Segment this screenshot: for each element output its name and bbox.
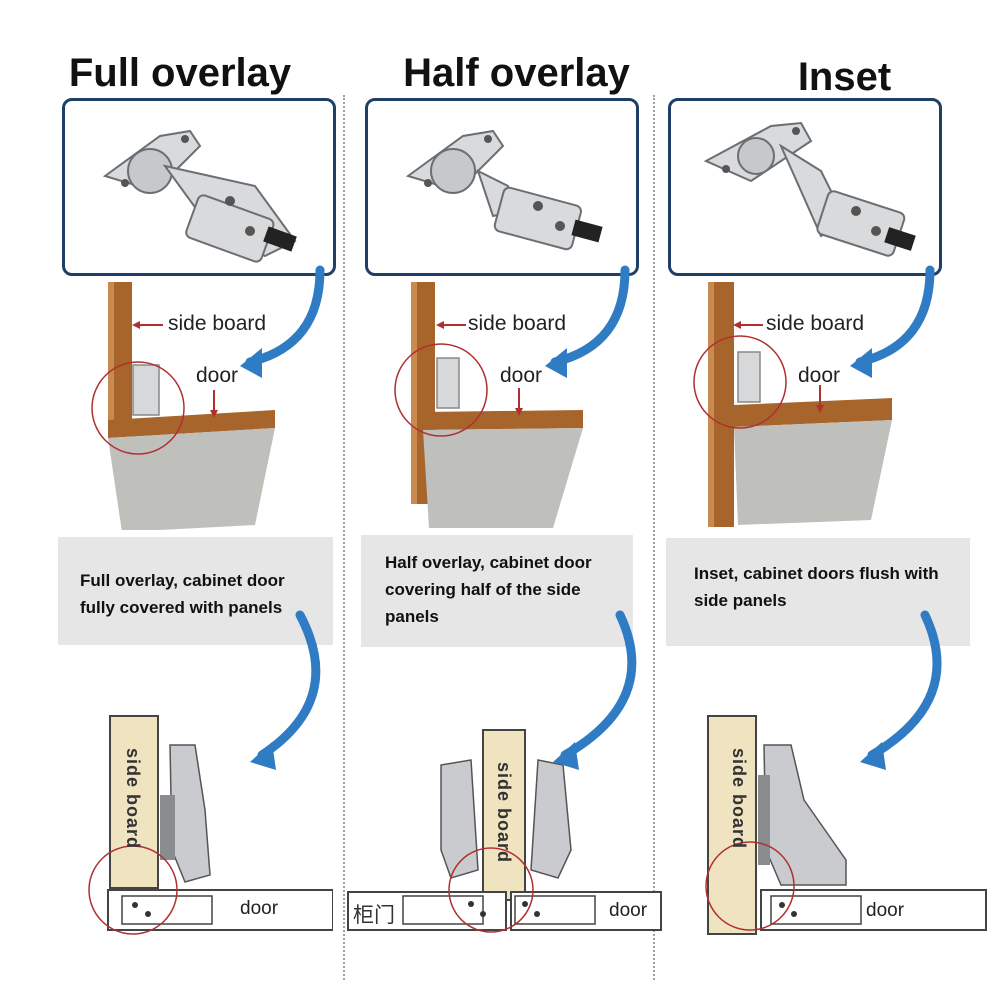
column-divider [653, 95, 655, 980]
door-edge-wood [734, 398, 892, 427]
highlight-circle-icon [394, 343, 488, 437]
hinge-photo-icon [102, 129, 297, 263]
highlight-circle-icon [705, 841, 795, 931]
side-board-label: side board [766, 312, 865, 335]
highlight-circle-icon [448, 847, 534, 933]
caption-text: Half overlay, cabinet door covering half… [385, 553, 592, 626]
door-face [108, 428, 275, 530]
door-face [734, 420, 892, 525]
caption-text: Inset, cabinet doors flush with side pan… [694, 564, 939, 610]
highlight-circle-icon [693, 335, 787, 429]
section-illustration [693, 282, 892, 527]
column-inset: Inset side board door Inset, cabinet doo… [666, 0, 999, 1000]
plan-door-label: door [240, 898, 279, 919]
hinge-photo-frame [668, 98, 942, 276]
door-label: door [798, 364, 841, 387]
plan-door-label: door [866, 900, 905, 921]
hinge-photo-frame [365, 98, 639, 276]
column-half-overlay: Half overlay side board door Half overla… [333, 0, 666, 1000]
plan-side-board-label: side board [494, 762, 514, 864]
highlight-circle-icon [88, 845, 178, 935]
caption-text: Full overlay, cabinet door fully covered… [80, 571, 285, 617]
door-edge-wood [108, 410, 275, 438]
plan-illustration [347, 729, 662, 933]
column-title: Full overlay [68, 51, 292, 95]
plan-illustration [88, 715, 333, 935]
column-full-overlay: Full overlay side board door [0, 0, 336, 1000]
door-label: door [196, 364, 239, 387]
section-illustration [91, 282, 275, 530]
hinge-photo-icon [703, 121, 916, 257]
caption-box: Half overlay, cabinet door covering half… [361, 535, 633, 647]
side-board-label: side board [168, 312, 267, 335]
plan-door-label: door [609, 900, 648, 921]
hinge-photo-frame [62, 98, 336, 276]
caption-box: Inset, cabinet doors flush with side pan… [666, 538, 970, 646]
plan-cabinet-label: 柜门 [353, 903, 395, 927]
plan-illustration [705, 715, 987, 935]
section-illustration [394, 282, 583, 528]
column-title: Inset [797, 55, 892, 99]
highlight-circle-icon [91, 361, 185, 455]
door-face [423, 428, 583, 528]
door-label: door [500, 364, 543, 387]
door-edge-wood [423, 410, 583, 430]
plan-side-board-label: side board [729, 748, 749, 850]
column-title: Half overlay [403, 51, 630, 95]
caption-box: Full overlay, cabinet door fully covered… [58, 537, 333, 645]
column-divider [343, 95, 345, 980]
plan-side-board-label: side board [123, 748, 143, 850]
side-board-label: side board [468, 312, 567, 335]
hinge-photo-icon [405, 129, 603, 251]
